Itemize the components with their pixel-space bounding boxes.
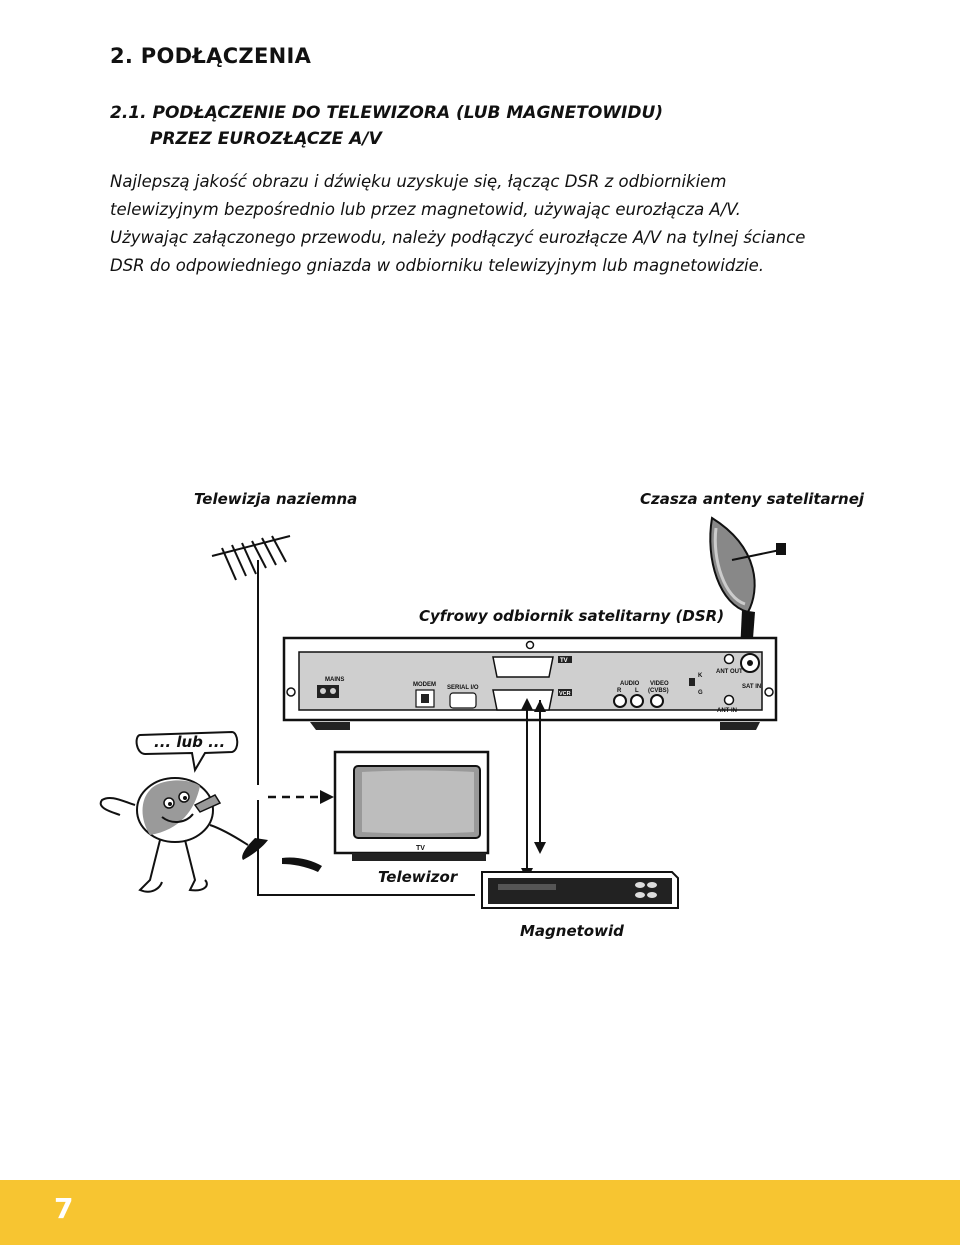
connection-diagram: MAINS MODEM SERIAL I/O TV VCR AUDIO VIDE… [99, 516, 786, 909]
video-cvbs-label: (CVBS) [648, 688, 669, 694]
scart-cables [526, 700, 541, 876]
audio-label: AUDIO [620, 681, 640, 687]
page-footer: 7 [0, 1180, 960, 1245]
subheading-line-2: PRZEZ EUROZŁĄCZE A/V [150, 129, 382, 149]
subsection-heading: 2.1. PODŁĄCZENIE DO TELEWIZORA (LUB MAGN… [110, 100, 810, 152]
tv-screen-label: TV [416, 845, 425, 852]
ant-out-label: ANT OUT [716, 669, 743, 675]
mascot-character-icon [99, 730, 322, 893]
arrow-head-down-2 [534, 842, 546, 854]
paragraph-1: Najlepszą jakość obrazu i dźwięku uzysku… [110, 172, 741, 219]
television-icon: TV [333, 750, 490, 861]
label-television: Telewizor [378, 868, 458, 886]
vcr-icon [481, 871, 679, 909]
label-terrestrial-tv: Telewizja naziemna [194, 490, 358, 508]
serial-label: SERIAL I/O [447, 685, 479, 691]
page-number: 7 [54, 1192, 74, 1225]
terrestrial-antenna-icon [211, 535, 291, 740]
label-satellite-dish: Czasza anteny satelitarnej [640, 490, 865, 508]
subheading-line-1: 2.1. PODŁĄCZENIE DO TELEWIZORA (LUB MAGN… [110, 103, 664, 123]
paragraph-2: Używając załączonego przewodu, należy po… [110, 228, 806, 275]
dsr-receiver: MAINS MODEM SERIAL I/O TV VCR AUDIO VIDE… [282, 636, 778, 730]
dashed-arrow-head [320, 790, 334, 804]
label-receiver: Cyfrowy odbiornik satelitarny (DSR) [419, 607, 725, 625]
body-text: Najlepszą jakość obrazu i dźwięku uzysku… [110, 168, 840, 280]
switch-g-label: G [698, 690, 703, 696]
scart-vcr-label: VCR [559, 691, 571, 697]
switch-k-label: K [698, 673, 703, 679]
arrow-head-up-2 [521, 698, 533, 710]
scart-tv-label: TV [560, 658, 568, 664]
antenna-cable [257, 740, 475, 896]
ant-in-label: ANT IN [717, 708, 737, 714]
arrow-head-up [534, 700, 546, 712]
label-vcr: Magnetowid [520, 922, 624, 940]
video-label: VIDEO [650, 681, 669, 687]
section-heading: 2. PODŁĄCZENIA [110, 44, 312, 68]
label-or: ... lub ... [154, 733, 226, 751]
sat-in-label: SAT IN [742, 684, 761, 690]
mains-label: MAINS [325, 677, 344, 683]
audio-r-label: R [617, 688, 622, 694]
modem-label: MODEM [413, 682, 436, 688]
audio-l-label: L [635, 688, 639, 694]
